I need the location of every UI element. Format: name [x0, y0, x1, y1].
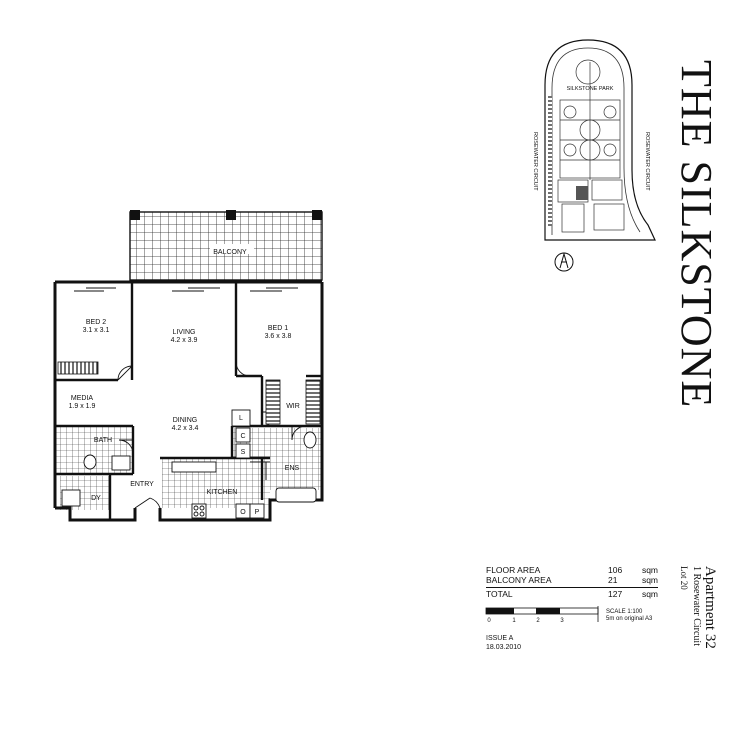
- scale-note: SCALE 1:100 5m on original A3: [606, 609, 652, 623]
- scale-ratio: SCALE 1:100: [606, 609, 643, 615]
- apartment-info: Apartment 32 1 Rosewater Circuit Lot 20: [677, 566, 718, 649]
- scale-tick-0: 0: [487, 618, 491, 624]
- cupboard-c: C: [240, 433, 245, 440]
- apartment-address: 1 Rosewater Circuit: [691, 566, 702, 646]
- issue-label: ISSUE A: [486, 635, 514, 642]
- issue-block: ISSUE A 18.03.2010: [486, 634, 521, 652]
- room-bed2-size: 3.1 x 3.1: [83, 327, 110, 334]
- apartment-floor-plan: BALCONY BED 2 3.1 x 3.1 LIVING 4.2 x 3.9…: [53, 210, 324, 522]
- appliance-p: P: [255, 509, 260, 516]
- cupboard-s: S: [241, 449, 246, 456]
- area-schedule: FLOOR AREA 106 sqm BALCONY AREA 21 sqm TOT…: [486, 565, 658, 599]
- room-living: LIVING: [173, 329, 196, 336]
- apartment-name: Apartment 32: [702, 566, 718, 649]
- site-street-left: ROSEWATER CIRCUIT: [532, 132, 538, 191]
- total-area-unit: sqm: [641, 589, 658, 599]
- room-bed1: BED 1: [268, 325, 288, 332]
- site-plan: SILKSTONE PARK ROSEWATER CIRCUIT ROSEWAT…: [532, 39, 656, 272]
- apartment-lot: Lot 20: [679, 566, 689, 590]
- north-arrow-icon: [554, 252, 574, 272]
- appliance-o: O: [240, 509, 246, 516]
- total-area-value: 127: [608, 589, 623, 599]
- room-bed1-size: 3.6 x 3.8: [265, 333, 292, 340]
- issue-date: 18.03.2010: [486, 644, 522, 651]
- floor-area-unit: sqm: [641, 565, 658, 575]
- room-bed2: BED 2: [86, 319, 106, 326]
- floor-area-value: 106: [608, 565, 623, 575]
- room-balcony: BALCONY: [213, 249, 247, 256]
- cupboard-l: L: [239, 415, 243, 422]
- room-living-size: 4.2 x 3.9: [171, 337, 198, 344]
- room-media-size: 1.9 x 1.9: [69, 403, 96, 410]
- scale-original: 5m on original A3: [606, 616, 653, 622]
- total-area-row: TOTAL 127 sqm: [486, 587, 658, 599]
- floor-area-row: FLOOR AREA 106 sqm: [486, 565, 658, 575]
- project-title: THE SILKSTONE: [672, 60, 721, 409]
- scale-tick-2: 2: [536, 618, 540, 624]
- scale-tick-3: 3: [560, 618, 564, 624]
- room-kitchen: KITCHEN: [207, 489, 238, 496]
- balcony-area-row: BALCONY AREA 21 sqm: [486, 575, 658, 585]
- floor-area-label: FLOOR AREA: [486, 565, 541, 575]
- balcony-area-unit: sqm: [641, 575, 658, 585]
- scale-bar: 0 1 2 3: [485, 606, 599, 624]
- room-entry: ENTRY: [130, 481, 154, 488]
- room-dining: DINING: [173, 417, 198, 424]
- balcony-area-value: 21: [608, 575, 618, 585]
- room-wir: WIR: [286, 403, 300, 410]
- balcony-area-label: BALCONY AREA: [486, 575, 552, 585]
- room-media: MEDIA: [71, 395, 94, 402]
- scale-tick-1: 1: [512, 618, 516, 624]
- total-area-label: TOTAL: [486, 589, 513, 599]
- room-dining-size: 4.2 x 3.4: [172, 425, 199, 432]
- room-ens: ENS: [285, 465, 300, 472]
- room-dy: DY: [91, 495, 101, 502]
- room-bath: BATH: [94, 437, 112, 444]
- site-street-right: ROSEWATER CIRCUIT: [644, 132, 650, 191]
- site-park-label: SILKSTONE PARK: [567, 86, 614, 92]
